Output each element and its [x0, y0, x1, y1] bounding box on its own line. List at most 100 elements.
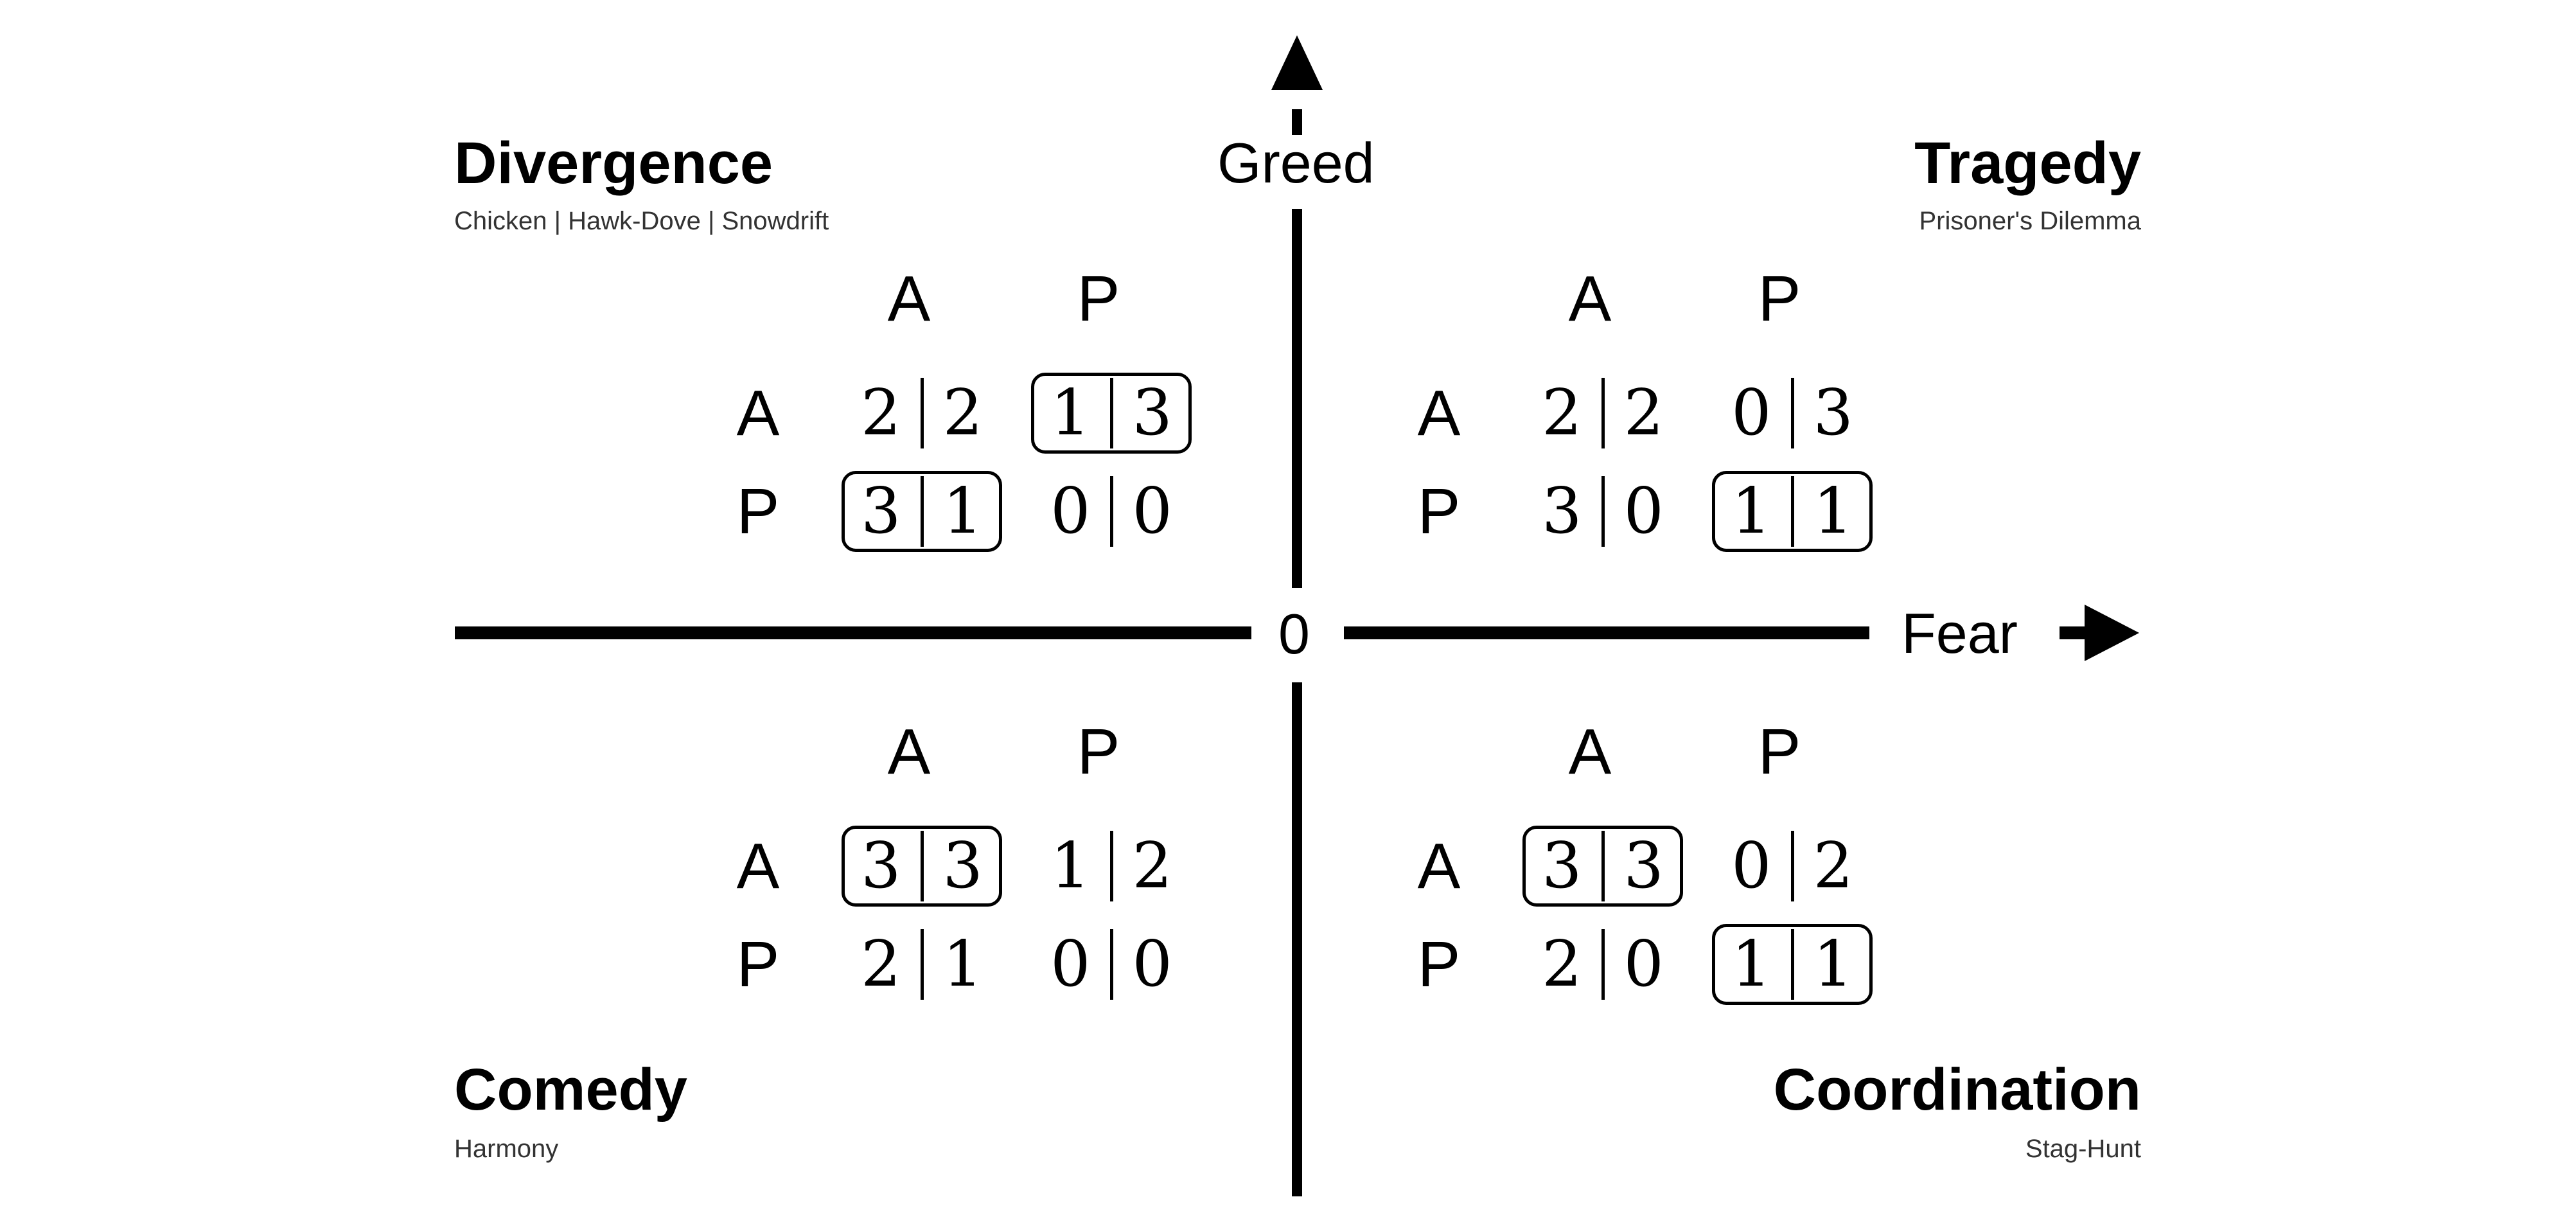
- payoff-col-player: 2: [1132, 829, 1172, 903]
- col-header: P: [1077, 263, 1120, 335]
- payoff-separator: [1601, 476, 1605, 547]
- payoff-col-player: 0: [1623, 475, 1664, 548]
- payoff-row-player: 1: [1731, 928, 1772, 1001]
- payoff-row-player: 0: [1731, 829, 1772, 903]
- payoff-separator: [1790, 476, 1794, 547]
- payoff-row-player: 1: [1050, 829, 1091, 903]
- payoff-separator: [920, 476, 924, 547]
- payoff-separator: [1109, 378, 1113, 448]
- row-header: A: [1417, 830, 1461, 902]
- origin-label: 0: [1278, 602, 1310, 666]
- horizontal-axis-right: [1344, 626, 1869, 639]
- row-header: P: [1417, 475, 1461, 547]
- payoff-col-player: 0: [1132, 928, 1172, 1001]
- payoff-col-player: 2: [942, 377, 983, 450]
- greed-axis-label: Greed: [1217, 131, 1375, 195]
- payoff-col-player: 3: [1623, 829, 1664, 903]
- payoff-col-player: 0: [1132, 475, 1172, 548]
- row-header: A: [736, 830, 780, 902]
- col-header: A: [887, 716, 931, 788]
- divergence-subtitle: Chicken | Hawk-Dove | Snowdrift: [454, 207, 829, 235]
- payoff-col-player: 1: [942, 928, 983, 1001]
- tragedy-subtitle: Prisoner's Dilemma: [1919, 207, 2142, 235]
- payoff-separator: [1109, 929, 1113, 1000]
- payoff-separator: [920, 378, 924, 448]
- payoff-row-player: 0: [1731, 377, 1772, 450]
- col-header: P: [1077, 716, 1120, 788]
- comedy-subtitle: Harmony: [454, 1135, 559, 1163]
- col-header: A: [1568, 716, 1612, 788]
- payoff-col-player: 3: [1813, 377, 1853, 450]
- payoff-row-player: 1: [1731, 475, 1772, 548]
- payoff-col-player: 2: [1623, 377, 1664, 450]
- payoff-separator: [1790, 831, 1794, 901]
- horizontal-axis-left: [455, 626, 1251, 639]
- payoff-row-player: 0: [1050, 475, 1091, 548]
- divergence-title: Divergence: [454, 130, 773, 196]
- col-header: P: [1758, 716, 1801, 788]
- payoff-row-player: 2: [861, 928, 901, 1001]
- payoff-separator: [1601, 831, 1605, 901]
- payoff-row-player: 2: [861, 377, 901, 450]
- payoff-row-player: 2: [1542, 928, 1582, 1001]
- payoff-separator: [1109, 831, 1113, 901]
- payoff-row-player: 3: [1542, 829, 1582, 903]
- payoff-col-player: 1: [1813, 928, 1853, 1001]
- payoff-col-player: 2: [1813, 829, 1853, 903]
- payoff-col-player: 1: [942, 475, 983, 548]
- payoff-row-player: 3: [1542, 475, 1582, 548]
- payoff-separator: [1109, 476, 1113, 547]
- comedy-title: Comedy: [454, 1057, 687, 1122]
- vertical-axis-bottom: [1292, 682, 1302, 1196]
- row-header: A: [1417, 377, 1461, 449]
- payoff-col-player: 0: [1623, 928, 1664, 1001]
- fear-axis-label: Fear: [1901, 601, 2018, 665]
- col-header: A: [887, 263, 931, 335]
- payoff-col-player: 1: [1813, 475, 1853, 548]
- vertical-axis-top: [1292, 209, 1302, 588]
- payoff-row-player: 3: [861, 829, 901, 903]
- col-header: P: [1758, 263, 1801, 335]
- payoff-row-player: 1: [1050, 377, 1091, 450]
- row-header: P: [1417, 928, 1461, 1000]
- payoff-separator: [1601, 929, 1605, 1000]
- payoff-col-player: 3: [942, 829, 983, 903]
- coordination-subtitle: Stag-Hunt: [2025, 1135, 2141, 1163]
- tragedy-title: Tragedy: [1914, 130, 2141, 196]
- payoff-separator: [920, 831, 924, 901]
- fear-arrow-shaft: [2060, 626, 2088, 639]
- row-header: P: [736, 928, 780, 1000]
- payoff-separator: [1790, 378, 1794, 448]
- payoff-separator: [1601, 378, 1605, 448]
- payoff-row-player: 0: [1050, 928, 1091, 1001]
- payoff-row-player: 3: [861, 475, 901, 548]
- greed-arrow-icon: [1271, 35, 1323, 90]
- row-header: A: [736, 377, 780, 449]
- row-header: P: [736, 475, 780, 547]
- payoff-separator: [920, 929, 924, 1000]
- fear-arrow-icon: [2085, 605, 2139, 661]
- vertical-axis-upper: [1292, 109, 1302, 135]
- coordination-title: Coordination: [1773, 1057, 2141, 1122]
- payoff-separator: [1790, 929, 1794, 1000]
